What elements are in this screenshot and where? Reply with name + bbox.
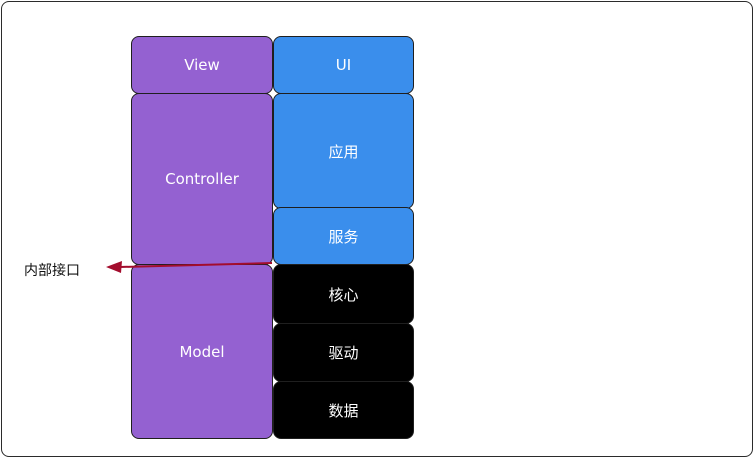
model-block: Model — [131, 264, 273, 439]
internal-interface-label: 内部接口 — [24, 263, 80, 279]
controller-label: Controller — [165, 170, 239, 188]
view-block: View — [131, 36, 273, 94]
app-layer-label: 应用 — [328, 142, 359, 161]
service-layer-block: 服务 — [273, 207, 414, 265]
core-layer-label: 核心 — [328, 285, 359, 304]
app-layer-block: 应用 — [273, 93, 414, 209]
ui-layer-label: UI — [335, 56, 352, 74]
service-layer-label: 服务 — [328, 227, 359, 246]
model-label: Model — [179, 342, 225, 361]
view-label: View — [184, 56, 220, 74]
driver-layer-label: 驱动 — [328, 344, 359, 362]
controller-block: Controller — [131, 93, 273, 265]
data-layer-label: 数据 — [328, 401, 359, 420]
data-layer-block: 数据 — [273, 381, 414, 439]
core-layer-block: 核心 — [273, 264, 414, 324]
